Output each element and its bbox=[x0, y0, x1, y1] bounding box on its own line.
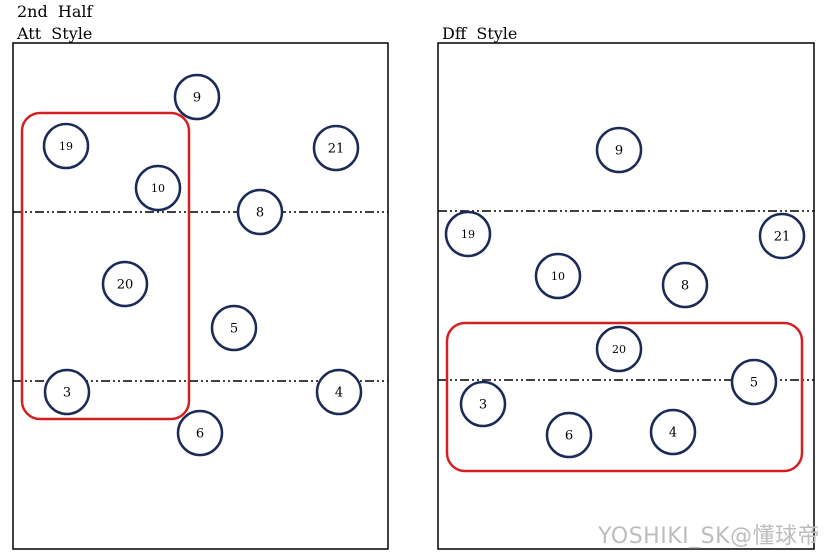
watermark: YOSHIKI_SK@懂球帝 bbox=[598, 524, 820, 549]
player-number: 3 bbox=[479, 398, 487, 413]
player-number: 10 bbox=[151, 182, 165, 195]
player-number: 6 bbox=[196, 427, 204, 442]
player-number: 8 bbox=[681, 279, 689, 294]
player-number: 9 bbox=[193, 91, 201, 106]
player-marker: 5 bbox=[730, 358, 778, 406]
player-number: 3 bbox=[63, 386, 71, 401]
player-marker: 19 bbox=[42, 122, 90, 170]
player-number: 20 bbox=[117, 278, 134, 293]
player-marker: 9 bbox=[173, 73, 221, 121]
left-field bbox=[12, 42, 389, 550]
player-marker: 20 bbox=[101, 260, 149, 308]
player-number: 10 bbox=[551, 270, 565, 283]
player-marker: 3 bbox=[459, 380, 507, 428]
player-number: 6 bbox=[565, 429, 573, 444]
player-number: 20 bbox=[612, 343, 626, 356]
player-marker: 10 bbox=[134, 164, 182, 212]
right-field bbox=[437, 42, 815, 550]
player-number: 8 bbox=[256, 206, 264, 221]
right-highlight-box bbox=[445, 321, 804, 473]
player-marker: 10 bbox=[534, 252, 582, 300]
left-title-line1: 2nd Half bbox=[17, 2, 93, 21]
player-number: 5 bbox=[230, 322, 238, 337]
player-number: 4 bbox=[669, 426, 677, 441]
player-marker: 8 bbox=[661, 261, 709, 309]
player-marker: 9 bbox=[595, 126, 643, 174]
right-title: Dff Style bbox=[442, 24, 518, 43]
player-marker: 21 bbox=[758, 212, 806, 260]
player-marker: 19 bbox=[444, 210, 492, 258]
player-marker: 6 bbox=[176, 409, 224, 457]
player-marker: 6 bbox=[545, 411, 593, 459]
player-marker: 4 bbox=[315, 368, 363, 416]
player-marker: 8 bbox=[236, 188, 284, 236]
player-number: 21 bbox=[774, 230, 791, 245]
player-marker: 3 bbox=[43, 368, 91, 416]
left-title-line2: Att Style bbox=[17, 24, 93, 43]
left-highlight-box bbox=[20, 111, 191, 421]
player-number: 19 bbox=[461, 228, 475, 241]
player-marker: 5 bbox=[210, 304, 258, 352]
player-number: 9 bbox=[615, 144, 623, 159]
player-number: 21 bbox=[328, 142, 345, 157]
player-marker: 20 bbox=[595, 325, 643, 373]
player-number: 4 bbox=[335, 386, 343, 401]
player-marker: 21 bbox=[312, 124, 360, 172]
player-marker: 4 bbox=[649, 408, 697, 456]
player-number: 19 bbox=[59, 140, 73, 153]
player-number: 5 bbox=[750, 376, 758, 391]
